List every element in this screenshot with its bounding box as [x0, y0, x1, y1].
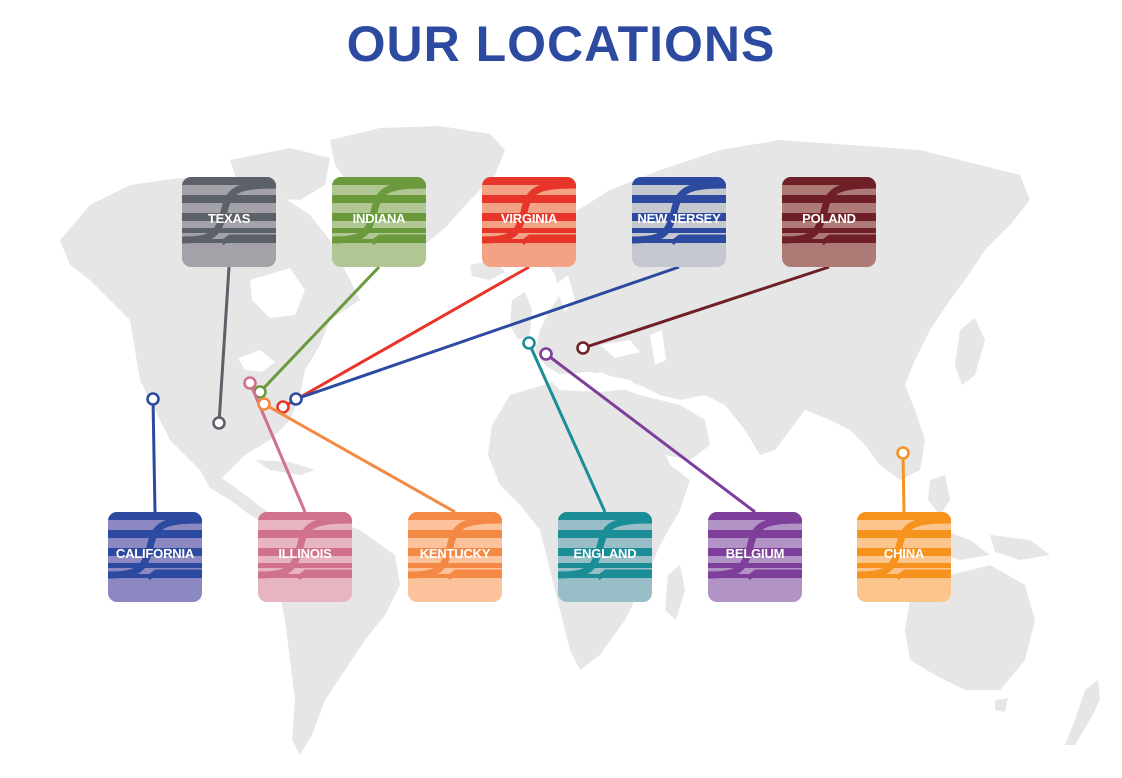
company-logo-icon	[182, 177, 276, 267]
location-tile-illinois[interactable]: ILLINOIS	[258, 512, 352, 602]
location-label: ILLINOIS	[278, 546, 332, 561]
company-logo-icon	[782, 177, 876, 267]
company-logo-icon	[857, 512, 951, 602]
location-label: CALIFORNIA	[115, 546, 195, 561]
japan-landmass	[955, 318, 985, 385]
location-label: CHINA	[883, 546, 925, 561]
company-logo-icon	[258, 512, 352, 602]
location-tile-california[interactable]: CALIFORNIA	[108, 512, 202, 602]
location-label: KENTUCKY	[419, 546, 491, 561]
location-tile-poland[interactable]: POLAND	[782, 177, 876, 267]
location-tile-indiana[interactable]: INDIANA	[332, 177, 426, 267]
company-logo-icon	[482, 177, 576, 267]
location-label: ENGLAND	[573, 546, 637, 561]
company-logo-icon	[632, 177, 726, 267]
philippines-landmass	[928, 475, 950, 515]
location-tile-virginia[interactable]: VIRGINIA	[482, 177, 576, 267]
madagascar-landmass	[665, 565, 685, 620]
location-tile-england[interactable]: ENGLAND	[558, 512, 652, 602]
location-label: NEW JERSEY	[637, 211, 721, 226]
location-tile-belgium[interactable]: BELGIUM	[708, 512, 802, 602]
location-tile-texas[interactable]: TEXAS	[182, 177, 276, 267]
new-guinea-landmass	[990, 535, 1050, 560]
location-tile-china[interactable]: CHINA	[857, 512, 951, 602]
location-label: BELGIUM	[725, 546, 785, 561]
location-label: VIRGINIA	[500, 211, 558, 226]
tasmania-landmass	[995, 698, 1008, 712]
company-logo-icon	[332, 177, 426, 267]
company-logo-icon	[108, 512, 202, 602]
caribbean-landmass	[255, 460, 315, 475]
uk-landmass	[510, 292, 532, 340]
location-label: INDIANA	[352, 211, 406, 226]
company-logo-icon	[408, 512, 502, 602]
new-zealand-landmass	[1065, 680, 1100, 745]
location-tile-new-jersey[interactable]: NEW JERSEY	[632, 177, 726, 267]
company-logo-icon	[708, 512, 802, 602]
page-title: OUR LOCATIONS	[346, 16, 776, 72]
company-logo-icon	[558, 512, 652, 602]
location-label: POLAND	[802, 211, 856, 226]
location-label: TEXAS	[207, 211, 251, 226]
location-tile-kentucky[interactable]: KENTUCKY	[408, 512, 502, 602]
